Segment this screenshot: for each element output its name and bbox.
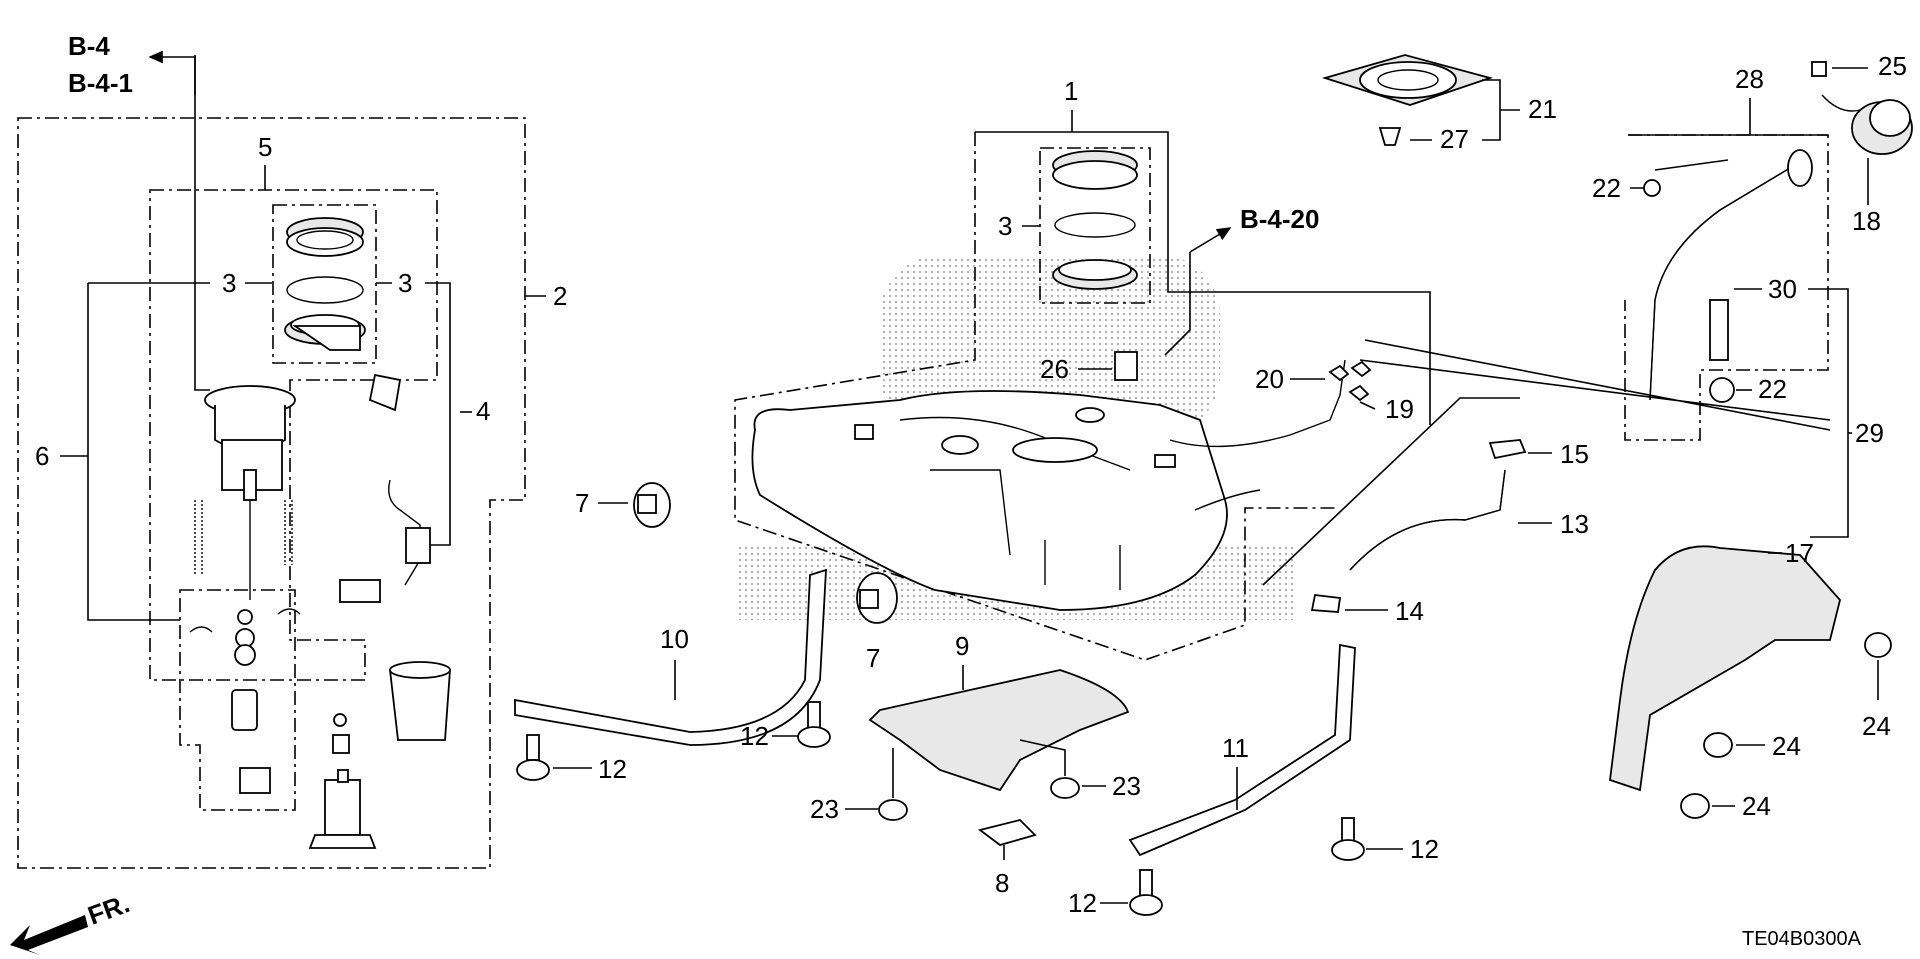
pressure-regulator[interactable] [231, 689, 350, 794]
callout-22b[interactable]: 22 [1758, 374, 1787, 404]
callout-8[interactable]: 8 [995, 868, 1009, 898]
callout-11[interactable]: 11 [1222, 733, 1249, 763]
callout-21[interactable]: 21 [1528, 94, 1557, 124]
callout-18[interactable]: 18 [1852, 206, 1881, 236]
callout-5[interactable]: 5 [258, 132, 272, 162]
assembly-6-box [179, 589, 296, 811]
clips-19-20[interactable] [1328, 360, 1372, 402]
bolt-12a[interactable] [516, 734, 550, 781]
access-cover-21[interactable] [1321, 54, 1494, 106]
heat-shield-9[interactable] [868, 669, 1130, 792]
clip-24b[interactable] [1703, 732, 1733, 758]
bolt-12c[interactable] [1331, 817, 1365, 861]
callout-30[interactable]: 30 [1768, 274, 1797, 304]
callout-6[interactable]: 6 [35, 441, 49, 471]
hose-clamp-14[interactable] [1310, 594, 1342, 613]
nut-23b[interactable] [1050, 777, 1080, 799]
callout-23b[interactable]: 23 [1112, 771, 1141, 801]
pipe-connector-lines [1359, 339, 1831, 431]
nut-23a[interactable] [878, 799, 908, 821]
callout-20[interactable]: 20 [1255, 364, 1284, 394]
callout-27[interactable]: 27 [1440, 124, 1469, 154]
ref-b4[interactable]: B-4 [68, 31, 110, 61]
callout-24a[interactable]: 24 [1862, 711, 1891, 741]
hose-clamp-15[interactable] [1488, 439, 1527, 460]
callout-24c[interactable]: 24 [1742, 791, 1771, 821]
callout-29[interactable]: 29 [1855, 418, 1884, 448]
callout-7a[interactable]: 7 [575, 488, 589, 518]
fr-label: FR. [84, 888, 134, 931]
lock-ring-center[interactable] [1052, 150, 1138, 190]
front-direction-indicator: FR. [10, 888, 133, 955]
callout-17[interactable]: 17 [1785, 538, 1814, 568]
o-ring-center[interactable] [1054, 212, 1136, 238]
o-ring-left[interactable] [286, 276, 364, 304]
callout-4[interactable]: 4 [476, 396, 490, 426]
callout-3-left-a[interactable]: 3 [222, 268, 236, 298]
mount-7a[interactable] [633, 482, 671, 528]
mount-7b[interactable] [856, 572, 898, 624]
fuel-tank[interactable] [751, 390, 1228, 611]
callout-19[interactable]: 19 [1385, 394, 1414, 424]
assembly-5-box [149, 189, 438, 681]
callout-23a[interactable]: 23 [810, 794, 839, 824]
callout-28[interactable]: 28 [1735, 64, 1764, 94]
clip-27[interactable] [1378, 127, 1402, 146]
callout-3-left-b[interactable]: 3 [398, 268, 412, 298]
bolt-22a[interactable] [1643, 179, 1661, 197]
callout-24b[interactable]: 24 [1772, 731, 1801, 761]
callout-25[interactable]: 25 [1878, 51, 1907, 81]
callout-15[interactable]: 15 [1560, 439, 1589, 469]
inner-fender-17[interactable] [1609, 545, 1841, 792]
callout-1[interactable]: 1 [1064, 76, 1078, 106]
breather-line [1262, 397, 1520, 586]
callout-12c[interactable]: 12 [1410, 834, 1439, 864]
filler-hose-13[interactable] [1349, 469, 1506, 571]
clip-24c[interactable] [1680, 793, 1710, 819]
fuel-pump-module[interactable] [204, 385, 296, 600]
clip-24a[interactable] [1864, 632, 1892, 658]
callout-2[interactable]: 2 [553, 281, 567, 311]
tank-strap-10[interactable] [514, 568, 827, 746]
callout-3-center[interactable]: 3 [998, 211, 1012, 241]
callout-22a[interactable]: 22 [1592, 173, 1621, 203]
callout-12a[interactable]: 12 [598, 754, 627, 784]
clips-small [189, 608, 301, 666]
callout-13[interactable]: 13 [1560, 509, 1589, 539]
assembly-2-box [17, 117, 526, 869]
callout-9[interactable]: 9 [955, 631, 969, 661]
callout-7b[interactable]: 7 [866, 643, 880, 673]
filler-neck-pipe[interactable] [1649, 149, 1813, 401]
vent-valve-26[interactable] [1114, 351, 1138, 381]
strainer-cup[interactable] [388, 661, 451, 741]
callout-26[interactable]: 26 [1040, 354, 1069, 384]
vent-hose[interactable] [1169, 359, 1346, 448]
fuel-cap-18[interactable] [1851, 99, 1913, 155]
tether-25[interactable] [1811, 61, 1827, 77]
ref-b41[interactable]: B-4-1 [68, 68, 133, 98]
fuel-filter-bracket[interactable] [292, 325, 402, 603]
ref-b4-line [194, 57, 210, 391]
callout-12d[interactable]: 12 [1068, 888, 1097, 918]
bolt-22b[interactable] [1709, 377, 1735, 403]
callout-12b[interactable]: 12 [740, 721, 769, 751]
assembly-28-box [1624, 134, 1829, 441]
callout-14[interactable]: 14 [1395, 596, 1424, 626]
seal-group-box-left [272, 204, 377, 364]
clip-8[interactable] [977, 819, 1037, 846]
gasket-center[interactable] [1052, 259, 1138, 290]
bolt-12d[interactable] [1129, 869, 1163, 916]
bolt-12b[interactable] [797, 701, 831, 748]
tank-strap-11[interactable] [1128, 643, 1356, 857]
assembly-1-box [734, 132, 1338, 661]
fuel-gauge-sender[interactable] [388, 479, 431, 586]
filler-connection [1194, 489, 1261, 511]
springs [194, 500, 293, 575]
callout-10[interactable]: 10 [660, 624, 689, 654]
fuel-pump-motor[interactable] [308, 769, 377, 849]
diagram-code: TE04B0300A [1742, 928, 1862, 950]
ref-b420[interactable]: B-4-20 [1240, 204, 1319, 234]
lock-ring-left[interactable] [286, 217, 364, 257]
